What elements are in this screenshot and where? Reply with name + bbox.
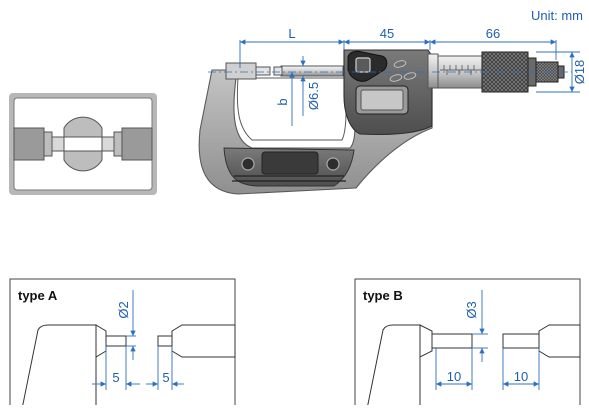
type-b-label: type B: [363, 288, 403, 303]
type-b-box: type B 10 10 Ø3: [354, 278, 581, 410]
dim-thimble-dia: Ø18: [572, 60, 587, 85]
dim-L: L: [288, 26, 295, 41]
type-a-tip-dia: Ø2: [116, 301, 131, 318]
tip-closeup-inset: [9, 93, 157, 195]
type-a-box: type A 5 5 Ø2: [9, 278, 236, 410]
dim-thimble-length: 66: [486, 26, 500, 41]
dim-depth: b: [275, 98, 290, 105]
dim-frame-width: 45: [380, 26, 394, 41]
type-a-label: type A: [18, 288, 58, 303]
type-b-tip-dia: Ø3: [464, 301, 479, 318]
micrometer: [198, 49, 572, 195]
type-b-dim-right: 10: [514, 369, 528, 384]
type-a-dim-right: 5: [162, 370, 169, 385]
unit-label: Unit: mm: [531, 8, 583, 23]
top-dimensions: L 45 66 Ø18 Ø6.5 b: [239, 26, 587, 126]
dim-spindle-dia: Ø6.5: [306, 82, 321, 110]
type-a-dim-left: 5: [112, 370, 119, 385]
type-b-dim-left: 10: [447, 369, 461, 384]
